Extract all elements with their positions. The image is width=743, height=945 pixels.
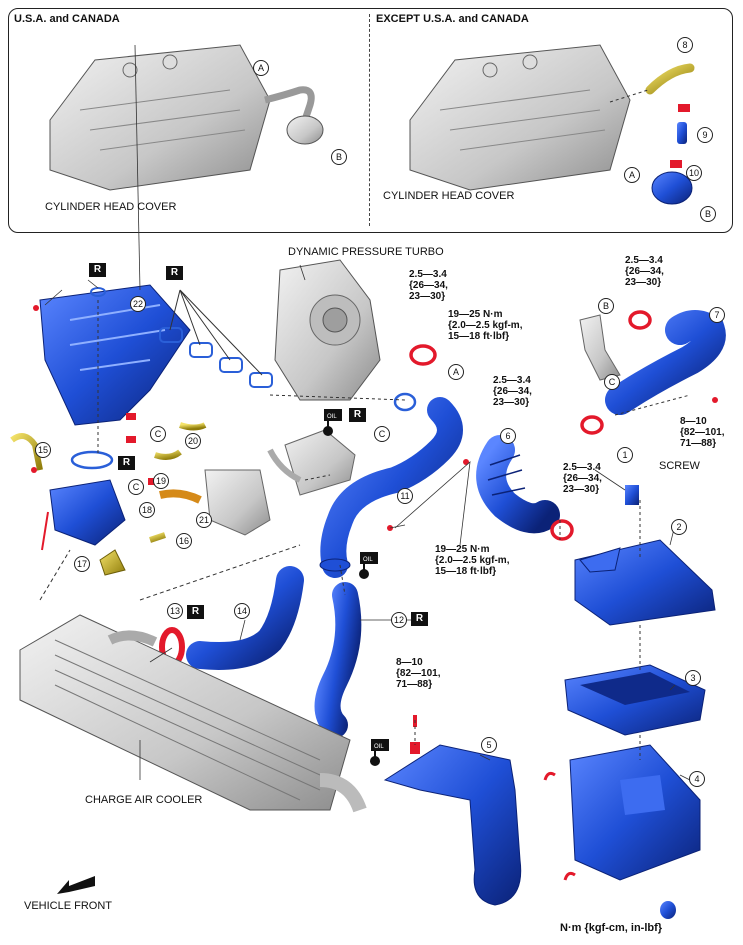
panel-title-right: EXCEPT U.S.A. and CANADA xyxy=(376,13,529,25)
part-2: 2 xyxy=(671,519,687,535)
variant-box xyxy=(8,8,733,233)
part-20: 20 xyxy=(185,433,201,449)
svg-text:OIL: OIL xyxy=(327,414,337,420)
insulators xyxy=(387,397,718,919)
callout-C-duct: C xyxy=(604,374,620,390)
part-3: 3 xyxy=(685,670,701,686)
cylinder-head-cover-right xyxy=(409,44,631,191)
charge-air-cooler xyxy=(19,614,367,813)
part-19: 19 xyxy=(153,473,169,489)
cylinder-head-cover-label-left: CYLINDER HEAD COVER xyxy=(45,201,177,213)
oil-can-icon: OIL xyxy=(356,548,382,582)
part-22: 22 xyxy=(130,296,146,312)
intake-hose-14 xyxy=(186,566,304,670)
part-1: 1 xyxy=(617,447,633,463)
torque-spec-clamp-6-bottom: 2.5—3.4 {26—34, 23—30} xyxy=(563,462,602,495)
fresh-air-duct-5 xyxy=(383,744,522,906)
part-11: 11 xyxy=(397,488,413,504)
units-label: N·m {kgf-cm, in-lbf} xyxy=(560,922,663,934)
callout-A-left: A xyxy=(253,60,269,76)
air-cleaner-cover-2 xyxy=(574,539,716,626)
intake-manifold xyxy=(39,284,191,426)
part-12: 12 xyxy=(391,612,407,628)
air-hose-6 xyxy=(476,435,560,534)
torque-spec-bolt-7: 8—10 {82—101, 71—88} xyxy=(680,416,725,449)
screw-label: SCREW xyxy=(659,460,700,472)
cylinder-head-cover-left xyxy=(49,44,271,191)
callout-B-left: B xyxy=(331,149,347,165)
clamps xyxy=(409,310,652,541)
torque-spec-clamp-6-top: 2.5—3.4 {26—34, 23—30} xyxy=(493,375,532,408)
charge-air-cooler-label: CHARGE AIR COOLER xyxy=(85,794,203,806)
part-16: 16 xyxy=(176,533,192,549)
part-10: 10 xyxy=(686,165,702,181)
part-21: 21 xyxy=(196,512,212,528)
part-6: 6 xyxy=(500,428,516,444)
callout-B-duct: B xyxy=(598,298,614,314)
variant-parts-right xyxy=(609,63,695,205)
panel-title-left: U.S.A. and CANADA xyxy=(14,13,120,25)
replace-badge-gasket: R xyxy=(89,263,106,277)
part-15: 15 xyxy=(35,442,51,458)
torque-spec-clamp-b: 2.5—3.4 {26—34, 23—30} xyxy=(625,255,664,288)
vehicle-front-label: VEHICLE FRONT xyxy=(24,900,113,912)
part-5: 5 xyxy=(481,737,497,753)
replace-badge-13: R xyxy=(187,605,204,619)
turbo-bracket-gray xyxy=(267,429,356,496)
callout-A-right: A xyxy=(624,167,640,183)
replace-badge-turbo: R xyxy=(349,408,366,422)
cylinder-head-cover-label-right: CYLINDER HEAD COVER xyxy=(383,190,515,202)
replace-badge-12: R xyxy=(411,612,428,626)
part-8: 8 xyxy=(677,37,693,53)
callout-C-egr-2: C xyxy=(128,479,144,495)
part-18: 18 xyxy=(139,502,155,518)
dynamic-pressure-turbo xyxy=(274,259,381,401)
callout-C-turbo: C xyxy=(374,426,390,442)
part-9: 9 xyxy=(697,127,713,143)
part-7: 7 xyxy=(709,307,725,323)
torque-spec-turbo-bolt: 19—25 N·m {2.0—2.5 kgf-m, 15—18 ft·lbf} xyxy=(448,309,523,342)
egr-bracket-gray xyxy=(204,469,271,536)
oil-can-icon: OIL xyxy=(367,735,393,769)
torque-spec-hose-11: 19—25 N·m {2.0—2.5 kgf-m, 15—18 ft·lbf} xyxy=(435,544,510,577)
part-17: 17 xyxy=(74,556,90,572)
callout-A-turbo: A xyxy=(448,364,464,380)
turbo-label: DYNAMIC PRESSURE TURBO xyxy=(288,246,444,258)
callout-B-right: B xyxy=(700,206,716,222)
torque-spec-turbo-clamp: 2.5—3.4 {26—34, 23—30} xyxy=(409,269,448,302)
egr-parts xyxy=(10,287,207,576)
svg-text:OIL: OIL xyxy=(363,557,373,563)
air-filter-3 xyxy=(564,664,706,736)
air-hose-7 xyxy=(605,310,726,415)
assembly-lines xyxy=(97,300,691,760)
replace-badge-egr: R xyxy=(118,456,135,470)
oil-can-icon: OIL xyxy=(320,405,346,439)
label-leaders xyxy=(44,44,691,781)
replace-badge-manifold: R xyxy=(166,266,183,280)
part-14: 14 xyxy=(234,603,250,619)
variant-divider xyxy=(369,14,370,226)
part-13: 13 xyxy=(167,603,183,619)
torque-spec-bolt-duct: 8—10 {82—101, 71—88} xyxy=(396,657,441,690)
svg-text:OIL: OIL xyxy=(374,744,384,750)
vehicle-front-arrow-icon xyxy=(55,870,100,898)
intake-hose-11 xyxy=(319,397,463,578)
part-4: 4 xyxy=(689,771,705,787)
callout-C-egr-1: C xyxy=(150,426,166,442)
pcv-pipe-gray xyxy=(579,314,621,381)
air-cleaner-case-4 xyxy=(569,744,701,881)
pcv-hose-left xyxy=(264,86,324,145)
manifold-gaskets xyxy=(159,289,273,388)
intake-hose-12 xyxy=(314,582,362,738)
